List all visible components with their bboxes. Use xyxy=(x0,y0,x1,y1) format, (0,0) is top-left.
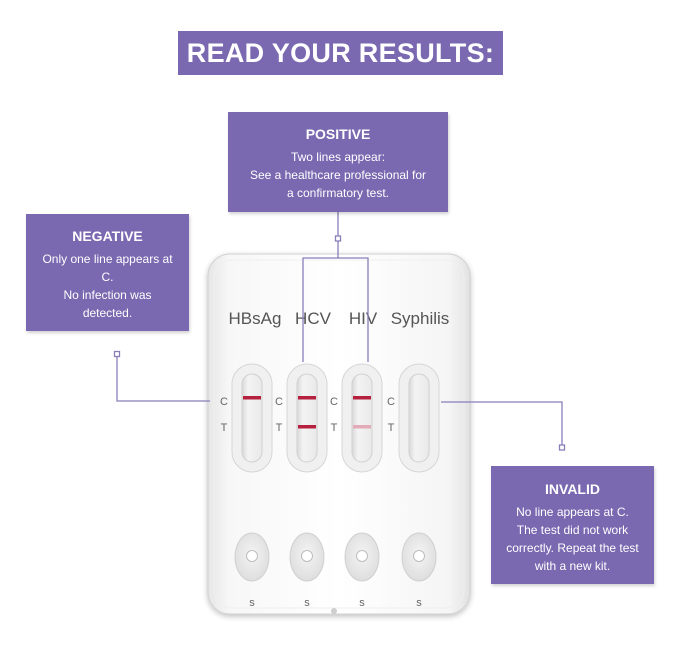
control-marker-syphilis: C xyxy=(387,396,395,408)
positive-line-2: See a healthcare professional for xyxy=(249,168,427,182)
sample-label-hiv: s xyxy=(359,597,365,609)
test-name-hbsag: HBsAg xyxy=(229,309,282,328)
cassette-bottom-notch xyxy=(331,608,337,614)
sample-label-hbsag: s xyxy=(249,597,255,609)
positive-connector xyxy=(302,212,369,362)
control-marker-hbsag: C xyxy=(220,396,228,408)
control-marker-hiv: C xyxy=(330,396,338,408)
negative-line-4: detected. xyxy=(82,306,133,320)
sample-label-syphilis: s xyxy=(416,597,422,609)
control-line-hiv xyxy=(353,396,371,400)
positive-result-box: POSITIVE Two lines appear: See a healthc… xyxy=(228,112,448,212)
result-strip-hbsag xyxy=(241,373,263,463)
sample-hole-hbsag xyxy=(246,550,258,562)
negative-line-2: C. xyxy=(101,270,114,284)
sample-hole-hiv xyxy=(356,550,368,562)
result-strip-hcv xyxy=(296,373,318,463)
negative-line-3: No infection was xyxy=(63,288,152,302)
sample-hole-hcv xyxy=(301,550,313,562)
test-marker-hcv: T xyxy=(276,422,283,434)
positive-line-1: Two lines appear: xyxy=(290,150,386,164)
test-name-syphilis: Syphilis xyxy=(391,309,450,328)
negative-line-1: Only one line appears at xyxy=(42,252,173,266)
invalid-heading: INVALID xyxy=(545,481,600,497)
test-marker-hbsag: T xyxy=(221,422,228,434)
test-name-hcv: HCV xyxy=(295,309,332,328)
control-marker-hcv: C xyxy=(275,396,283,408)
invalid-connector xyxy=(441,401,566,451)
test-cassette-body xyxy=(207,253,471,615)
sample-hole-syphilis xyxy=(413,550,425,562)
test-marker-syphilis: T xyxy=(388,422,395,434)
invalid-line-1: No line appears at C. xyxy=(516,505,629,519)
invalid-line-3: correctly. Repeat the test xyxy=(506,541,639,555)
control-line-hcv xyxy=(298,396,316,400)
test-name-hiv: HIV xyxy=(349,309,378,328)
positive-heading: POSITIVE xyxy=(305,126,371,142)
positive-line-3: a confirmatory test. xyxy=(286,186,390,200)
invalid-line-4: with a new kit. xyxy=(534,559,611,573)
control-line-hbsag xyxy=(243,396,261,400)
negative-heading: NEGATIVE xyxy=(72,228,143,244)
result-strip-syphilis xyxy=(408,373,430,463)
test-line-hiv xyxy=(353,425,371,429)
invalid-line-2: The test did not work xyxy=(516,523,629,537)
negative-connector xyxy=(113,350,210,402)
page-title: READ YOUR RESULTS: xyxy=(178,31,503,75)
test-marker-hiv: T xyxy=(331,422,338,434)
invalid-result-box: INVALID No line appears at C. The test d… xyxy=(491,466,654,584)
negative-result-box: NEGATIVE Only one line appears at C. No … xyxy=(26,214,189,331)
result-strip-hiv xyxy=(351,373,373,463)
sample-label-hcv: s xyxy=(304,597,310,609)
test-line-hcv xyxy=(298,425,316,429)
cassette-inner-edge xyxy=(213,259,465,609)
